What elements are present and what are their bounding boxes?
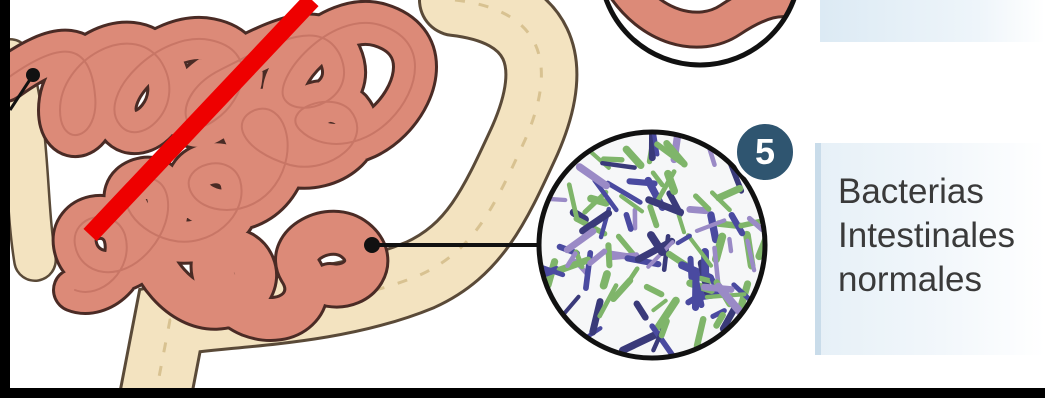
bacterium xyxy=(608,245,609,265)
label-panel-accent xyxy=(815,143,821,355)
bacterium xyxy=(604,274,607,286)
bacteria-magnifier-icon xyxy=(535,120,766,358)
top-label-panel xyxy=(820,0,1045,42)
small-intestine xyxy=(5,23,415,319)
number-badge: 5 xyxy=(733,120,797,184)
bottom-black-border xyxy=(0,388,1045,398)
top-magnifier-circle xyxy=(600,0,821,65)
bacterium xyxy=(690,209,706,210)
bacterium xyxy=(729,239,731,251)
label-line-2: Intestinales xyxy=(838,214,1015,258)
bacteria-label: Bacterias Intestinales normales xyxy=(838,170,1015,302)
bacterium xyxy=(604,159,622,160)
bacterium xyxy=(591,199,606,203)
label-line-3: normales xyxy=(838,258,1015,302)
label-line-1: Bacterias xyxy=(838,170,1015,214)
top-anchor-dot xyxy=(26,68,40,82)
left-black-border xyxy=(0,0,10,398)
callout-anchor-dot xyxy=(364,237,380,253)
